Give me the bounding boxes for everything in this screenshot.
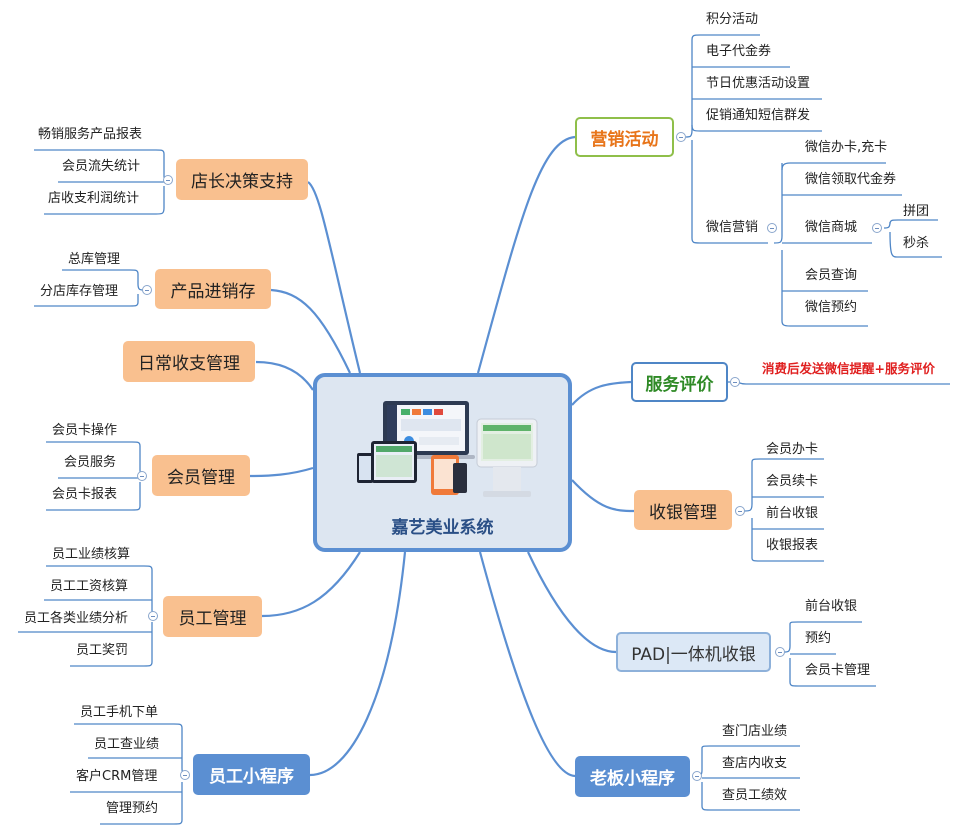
node-manager-decision[interactable]: 店长决策支持 — [176, 159, 308, 200]
leaf-pad-1: 前台收银 — [805, 599, 858, 614]
leaf-cashier-2: 会员续卡 — [766, 474, 819, 489]
leaf-boss-3: 查员工绩效 — [722, 788, 788, 803]
leaf-pad-2: 预约 — [805, 631, 832, 646]
collapse-icon[interactable] — [148, 611, 158, 621]
leaf-staff-3: 员工各类业绩分析 — [24, 611, 129, 626]
collapse-icon[interactable] — [676, 132, 686, 142]
leaf-member-2: 会员服务 — [64, 455, 117, 470]
leaf-mall-2: 秒杀 — [903, 236, 930, 251]
collapse-icon[interactable] — [735, 506, 745, 516]
leaf-wechat-1: 微信办卡,充卡 — [805, 140, 888, 155]
leaf-boss-2: 查店内收支 — [722, 756, 788, 771]
node-inventory[interactable]: 产品进销存 — [155, 269, 271, 309]
leaf-wechat-marketing: 微信营销 — [706, 220, 759, 235]
node-member[interactable]: 会员管理 — [152, 455, 250, 496]
collapse-icon[interactable] — [872, 223, 882, 233]
leaf-staffapp-3: 客户CRM管理 — [76, 769, 158, 784]
node-daily-finance[interactable]: 日常收支管理 — [123, 341, 255, 382]
node-marketing[interactable]: 营销活动 — [575, 117, 674, 157]
leaf-marketing-3: 节日优惠活动设置 — [706, 76, 811, 91]
collapse-icon[interactable] — [767, 223, 777, 233]
leaf-staffapp-2: 员工查业绩 — [94, 737, 160, 752]
node-pad-pos[interactable]: PAD|一体机收银 — [616, 632, 771, 672]
leaf-wechat-4: 会员查询 — [805, 268, 858, 283]
leaf-staffapp-1: 员工手机下单 — [80, 705, 159, 720]
leaf-cashier-4: 收银报表 — [766, 538, 819, 553]
collapse-icon[interactable] — [137, 471, 147, 481]
node-boss-app[interactable]: 老板小程序 — [575, 756, 690, 797]
collapse-icon[interactable] — [163, 175, 173, 185]
leaf-cashier-3: 前台收银 — [766, 506, 819, 521]
node-service-review[interactable]: 服务评价 — [631, 362, 728, 402]
leaf-inventory-1: 总库管理 — [68, 252, 121, 267]
leaf-marketing-1: 积分活动 — [706, 12, 759, 27]
leaf-staff-4: 员工奖罚 — [76, 643, 129, 658]
node-staff[interactable]: 员工管理 — [163, 596, 262, 637]
leaf-wechat-5: 微信预约 — [805, 300, 858, 315]
center-title: 嘉艺美业系统 — [391, 518, 494, 538]
leaf-boss-1: 查门店业绩 — [722, 724, 788, 739]
collapse-icon[interactable] — [692, 771, 702, 781]
leaf-staff-1: 员工业绩核算 — [52, 547, 131, 562]
leaf-wechat-2: 微信领取代金券 — [805, 172, 897, 187]
leaf-member-1: 会员卡操作 — [52, 423, 118, 438]
leaf-wechat-mall: 微信商城 — [805, 220, 858, 235]
collapse-icon[interactable] — [142, 285, 152, 295]
node-cashier[interactable]: 收银管理 — [634, 490, 732, 530]
leaf-pad-3: 会员卡管理 — [805, 663, 871, 678]
leaf-manager-2: 会员流失统计 — [62, 159, 141, 174]
leaf-mall-1: 拼团 — [903, 204, 930, 219]
devices-illustration — [357, 401, 538, 497]
collapse-icon[interactable] — [180, 770, 190, 780]
leaf-marketing-4: 促销通知短信群发 — [706, 108, 811, 123]
center-node: 嘉艺美业系统 — [313, 373, 572, 552]
leaf-staffapp-4: 管理预约 — [106, 801, 159, 816]
leaf-staff-2: 员工工资核算 — [50, 579, 129, 594]
collapse-icon[interactable] — [775, 647, 785, 657]
leaf-cashier-1: 会员办卡 — [766, 442, 819, 457]
leaf-manager-3: 店收支利润统计 — [48, 191, 140, 206]
leaf-service-1: 消费后发送微信提醒+服务评价 — [762, 361, 935, 376]
node-staff-app[interactable]: 员工小程序 — [193, 754, 310, 795]
leaf-inventory-2: 分店库存管理 — [40, 284, 119, 299]
leaf-marketing-2: 电子代金券 — [706, 44, 772, 59]
leaf-member-3: 会员卡报表 — [52, 487, 118, 502]
collapse-icon[interactable] — [730, 377, 740, 387]
leaf-manager-1: 畅销服务产品报表 — [38, 127, 143, 142]
